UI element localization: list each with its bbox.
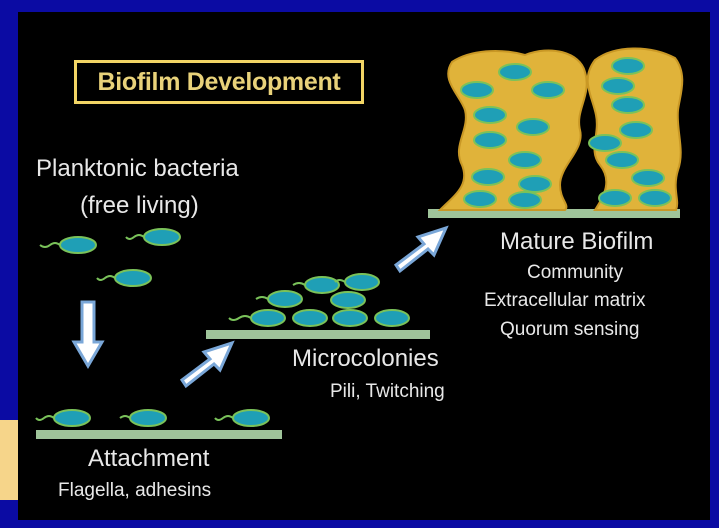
bacterium <box>474 107 506 123</box>
bacterium <box>293 310 327 326</box>
bacterium <box>144 229 180 245</box>
bacterium <box>461 82 493 98</box>
bacterium <box>639 190 671 206</box>
planktonic-bacteria <box>60 229 180 286</box>
bacterium <box>517 119 549 135</box>
microcolony-surface <box>206 330 430 339</box>
bacterium <box>60 237 96 253</box>
bacterium <box>589 135 621 151</box>
bacterium <box>115 270 151 286</box>
bacterium <box>519 176 551 192</box>
bacterium <box>474 132 506 148</box>
bacterium <box>602 78 634 94</box>
bacterium <box>130 410 166 426</box>
bacterium <box>612 97 644 113</box>
attachment-surface <box>36 430 282 439</box>
bacterium <box>606 152 638 168</box>
bacterium <box>509 152 541 168</box>
bacterium <box>509 192 541 208</box>
bacterium <box>233 410 269 426</box>
bacterium <box>375 310 409 326</box>
bacterium <box>305 277 339 293</box>
bacterium <box>499 64 531 80</box>
microcolony-bacteria <box>251 274 409 326</box>
bacterium <box>333 310 367 326</box>
arrow-down <box>74 302 102 366</box>
bacterium <box>345 274 379 290</box>
bacterium <box>620 122 652 138</box>
attachment-bacteria <box>54 410 269 426</box>
bacterium <box>612 58 644 74</box>
arrow-up-right-1 <box>182 343 232 386</box>
bacterium <box>464 191 496 207</box>
bacterium <box>599 190 631 206</box>
bacterium <box>532 82 564 98</box>
bacterium <box>331 292 365 308</box>
bacterium <box>632 170 664 186</box>
bacterium <box>472 169 504 185</box>
bacterium <box>251 310 285 326</box>
bacterium <box>268 291 302 307</box>
bacterium <box>54 410 90 426</box>
arrow-up-right-2 <box>396 228 446 271</box>
